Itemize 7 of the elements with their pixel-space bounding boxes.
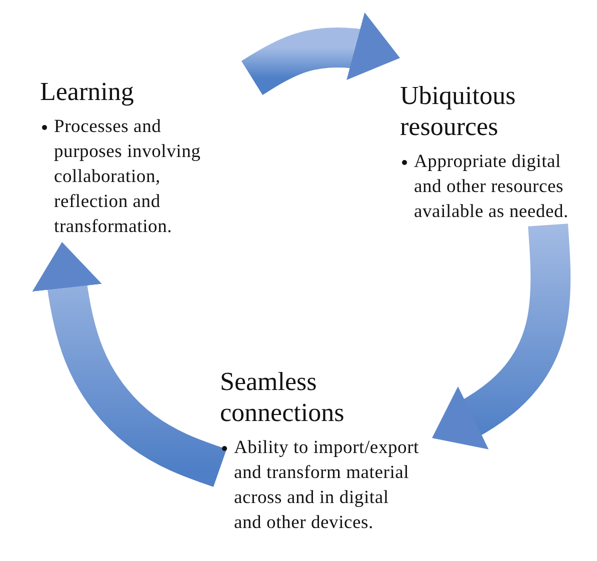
bullet-text: Ability to import/export and transform material across and in digital and other devices. — [234, 438, 419, 533]
curved-arrow — [32, 240, 227, 487]
heading: Learning — [40, 76, 134, 107]
heading: Seamless connections — [220, 366, 346, 428]
bullet-text: Processes and purposes involving collaboration, reflection and transformation. — [54, 117, 201, 237]
bullet-text: Appropriate digital and other resources available as needed. — [414, 152, 568, 222]
heading: Ubiquitous resources — [400, 80, 517, 142]
